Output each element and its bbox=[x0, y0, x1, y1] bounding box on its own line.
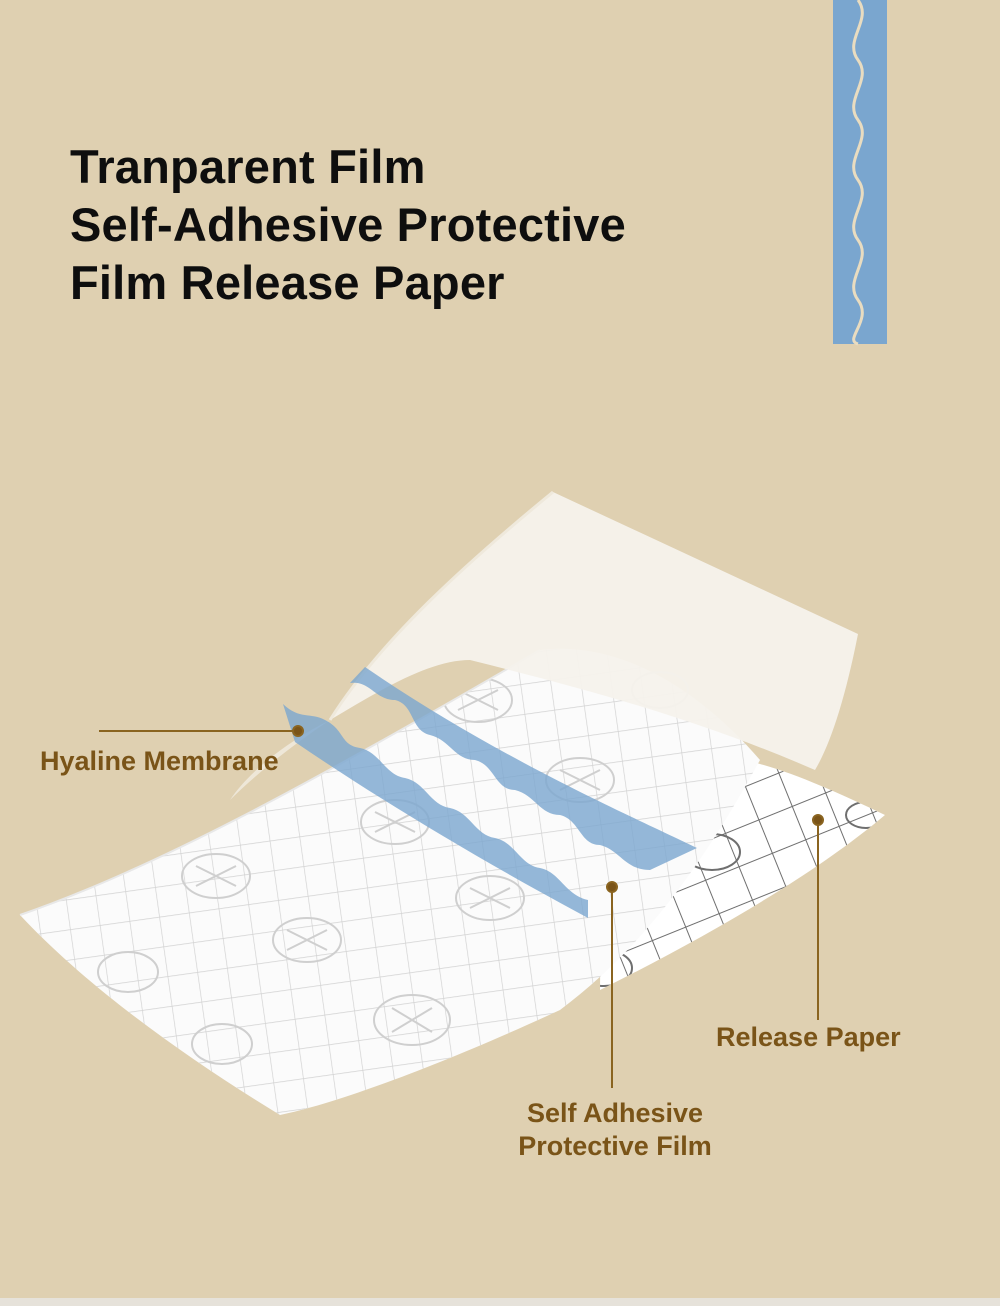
page-title: Tranparent Film Self-Adhesive Protective… bbox=[70, 138, 770, 312]
bottom-divider bbox=[0, 1298, 1000, 1306]
callout-self-adhesive-line2: Protective Film bbox=[518, 1131, 712, 1161]
protective-film-sheet bbox=[19, 648, 760, 1115]
title-line-1: Tranparent Film bbox=[70, 140, 426, 193]
callout-hyaline-membrane: Hyaline Membrane bbox=[40, 746, 279, 776]
blue-wavy-strips bbox=[283, 667, 697, 918]
callout-self-adhesive-line1: Self Adhesive bbox=[526, 1098, 704, 1128]
callout-self-adhesive-film: Self Adhesive Protective Film bbox=[490, 1097, 740, 1163]
wavy-ribbon-icon bbox=[833, 0, 887, 346]
title-line-2: Self-Adhesive Protective bbox=[70, 198, 626, 251]
callout-leaders bbox=[99, 725, 824, 1088]
callout-release-paper: Release Paper bbox=[716, 1022, 901, 1052]
title-line-3: Film Release Paper bbox=[70, 256, 505, 309]
hyaline-membrane-layer bbox=[230, 490, 858, 800]
